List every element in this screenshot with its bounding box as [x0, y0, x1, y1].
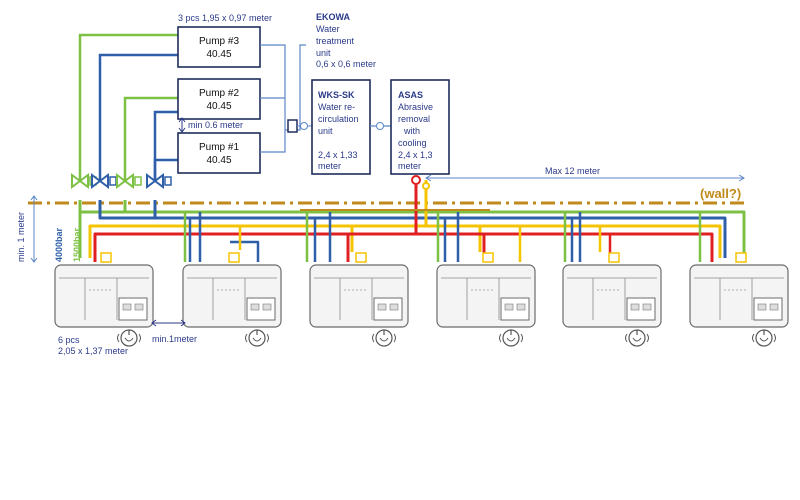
pump-spacing-arrow: min 0.6 meter [178, 117, 243, 133]
pump-2-name: Pump #2 [199, 88, 239, 99]
valve [91, 173, 117, 189]
machines [54, 252, 789, 347]
machine-spacing-dimension: min.1meter [151, 319, 197, 344]
asas-size-2: meter [398, 161, 421, 171]
cutting-machine [436, 252, 536, 347]
pump-supply-pipes [78, 33, 178, 180]
valves [71, 173, 172, 189]
pressure-1500-label: 1500bar [72, 227, 82, 262]
ekowa-size: 0,6 x 0,6 meter [316, 59, 376, 69]
ekowa-line-2: treatment [316, 36, 355, 46]
wks-size-1: 2,4 x 1,33 [318, 150, 358, 160]
pressure-4000-label: 4000bar [54, 227, 64, 262]
ekowa-line-3: unit [316, 48, 331, 58]
asas-unit: ASAS Abrasive removal with cooling 2,4 x… [390, 79, 450, 175]
pump-3: Pump #3 40.45 [177, 26, 261, 68]
asas-size-1: 2,4 x 1,3 [398, 150, 433, 160]
pump-3-name: Pump #3 [199, 36, 239, 47]
machines-size-label: 2,05 x 1,37 meter [58, 346, 128, 356]
cutting-machine [182, 252, 282, 347]
cutting-machine [562, 252, 662, 347]
pump-2: Pump #2 40.45 [177, 78, 261, 120]
machines-count-label: 6 pcs [58, 335, 80, 345]
wks-line-3: unit [318, 126, 333, 136]
pump-spacing-label: min 0.6 meter [188, 120, 243, 130]
cutting-machine [689, 252, 789, 347]
asas-line-1: Abrasive [398, 102, 433, 112]
ekowa-line-1: Water [316, 24, 340, 34]
wks-asas-connector [370, 122, 391, 130]
wks-title: WKS-SK [318, 90, 355, 100]
pumps-spec-label: 3 pcs 1,95 x 0,97 meter [178, 13, 272, 23]
min-1-meter-dimension: min. 1 meter [16, 195, 38, 263]
ekowa-title: EKOWA [316, 12, 351, 22]
distribution-pipes [78, 180, 746, 262]
asas-line-4: cooling [398, 138, 427, 148]
machine-spacing-label: min.1meter [152, 334, 197, 344]
wall-label: (wall?) [700, 186, 741, 201]
pump-1-name: Pump #1 [199, 142, 239, 153]
pump-1: Pump #1 40.45 [177, 132, 261, 174]
valve [146, 173, 172, 189]
pump-2-value: 40.45 [206, 101, 231, 112]
wks-size-2: meter [318, 161, 341, 171]
wks-line-1: Water re- [318, 102, 355, 112]
pump-outlet-pipes [260, 44, 306, 153]
wall-line: (wall?) [28, 186, 748, 205]
asas-title: ASAS [398, 90, 423, 100]
pump-1-value: 40.45 [206, 155, 231, 166]
max-distance-label: Max 12 meter [545, 166, 600, 176]
cutting-machine [309, 252, 409, 347]
ekowa-label: EKOWA Water treatment unit 0,6 x 0,6 met… [316, 12, 376, 69]
asas-fittings [411, 175, 430, 190]
min-1-meter-label: min. 1 meter [16, 212, 26, 262]
max-distance-dimension: Max 12 meter [425, 166, 745, 182]
pump-3-value: 40.45 [206, 49, 231, 60]
valve [116, 173, 142, 189]
wks-line-2: circulation [318, 114, 359, 124]
cutting-machine [54, 252, 154, 347]
wks-sk-unit: WKS-SK Water re- circulation unit 2,4 x … [311, 79, 371, 175]
asas-line-2: removal [398, 114, 430, 124]
ekowa-unit [287, 119, 312, 133]
asas-line-3: with [403, 126, 420, 136]
